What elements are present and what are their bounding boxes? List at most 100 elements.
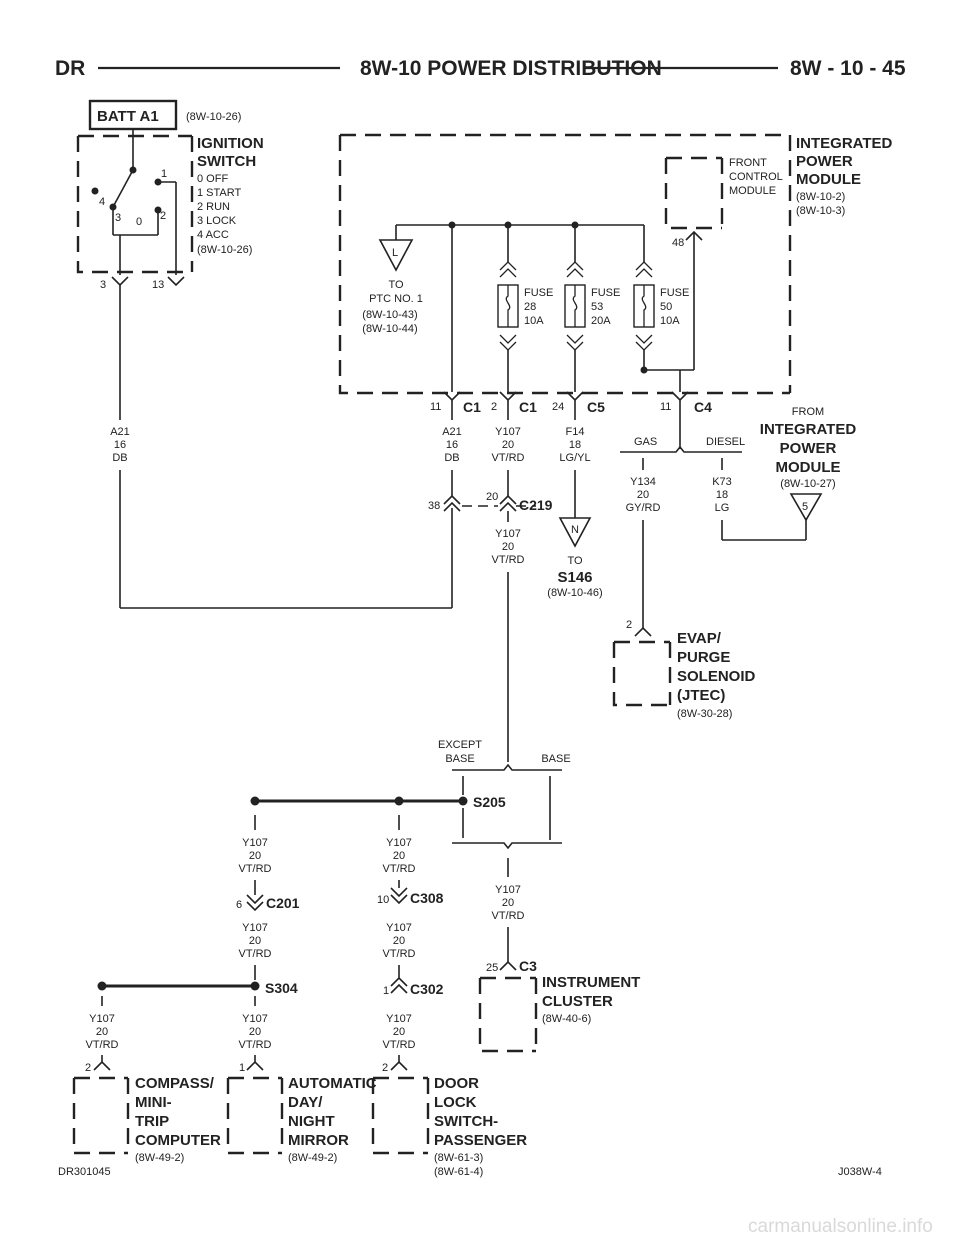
ignition-ref: (8W-10-26)	[197, 244, 252, 256]
compass-ref: (8W-49-2)	[135, 1152, 184, 1164]
wire-color: VT/RD	[383, 1039, 416, 1051]
fuse-number: 28	[524, 301, 536, 313]
c201-label: C201	[266, 895, 300, 911]
wire-y107-top: Y107 20 VT/RD	[492, 400, 525, 496]
connector-pin: 24	[552, 401, 564, 413]
ignition-state-2: 2 RUN	[197, 201, 230, 213]
fuse-rating: 10A	[660, 315, 680, 327]
connector-pin: 11	[660, 401, 671, 413]
wire-code: F14	[566, 426, 585, 438]
wire-code: Y107	[89, 1013, 115, 1025]
ignition-state-1: 1 START	[197, 187, 241, 199]
footer-right: J038W-4	[838, 1166, 882, 1178]
wire-color: VT/RD	[86, 1039, 119, 1051]
ignition-pin-3: 3	[100, 279, 106, 291]
ipm-title-3: MODULE	[796, 171, 861, 188]
instrument-title-2: CLUSTER	[542, 993, 613, 1010]
instrument-pin: 25	[486, 962, 498, 974]
wire-code: Y107	[242, 1013, 268, 1025]
wire-color: VT/RD	[383, 863, 416, 875]
fcm-line-2: CONTROL	[729, 171, 783, 183]
ipm-connectors: 11 C1 2 C1 24 C5 11 C4	[430, 391, 712, 415]
ptc-to: TO	[388, 279, 404, 291]
wire-color: LG	[715, 502, 730, 514]
evap-ref: (8W-30-28)	[677, 708, 732, 720]
header-left: DR	[55, 57, 85, 80]
wire-color: VT/RD	[239, 948, 272, 960]
label-gas: GAS	[634, 436, 657, 448]
ptc-ref-1: (8W-10-43)	[362, 309, 417, 321]
automatic-day-night-mirror: 1 AUTOMATIC DAY/ NIGHT MIRROR (8W-49-2)	[226, 1060, 377, 1164]
wire-gauge: 20	[502, 541, 514, 553]
wire-a21-left: A21 16 DB	[110, 285, 453, 609]
switch-pos-1: 1	[161, 168, 167, 180]
mirror-title-2: DAY/	[288, 1094, 323, 1111]
label-diesel: DIESEL	[706, 436, 745, 448]
wire-color: DB	[444, 452, 459, 464]
wire-gauge: 18	[716, 489, 728, 501]
switch-pos-2: 2	[160, 210, 166, 222]
instrument-title-1: INSTRUMENT	[542, 974, 640, 991]
mirror-pin: 1	[239, 1062, 245, 1074]
from-ipm-title-2: POWER	[780, 440, 837, 457]
watermark: carmanualsonline.info	[748, 1216, 933, 1237]
mirror-title-4: MIRROR	[288, 1132, 349, 1149]
fcm-line-3: MODULE	[729, 185, 776, 197]
fuse-label: FUSE	[524, 287, 553, 299]
wire-gauge: 20	[393, 935, 405, 947]
wire-gauge: 20	[393, 850, 405, 862]
evap-title-1: EVAP/	[677, 630, 722, 647]
compass-title-4: COMPUTER	[135, 1132, 221, 1149]
connector-pin: 2	[491, 401, 497, 413]
wire-code: Y107	[386, 1013, 412, 1025]
ignition-state-3: 3 LOCK	[197, 215, 237, 227]
wire-color: LG/YL	[559, 452, 590, 464]
s146-to: TO	[567, 555, 583, 567]
wire-gauge: 20	[249, 850, 261, 862]
ignition-title-1: IGNITION	[197, 135, 264, 152]
label-except: EXCEPT	[438, 739, 482, 751]
ignition-state-4: 4 ACC	[197, 229, 229, 241]
fuse-53: FUSE 53 20A	[564, 225, 620, 392]
wire-code: Y107	[495, 884, 521, 896]
evap-title-3: SOLENOID	[677, 668, 756, 685]
header-page: 8W - 10 - 45	[790, 57, 906, 80]
wire-gauge: 20	[249, 935, 261, 947]
batt-label: BATT A1	[97, 108, 159, 125]
compass-title-3: TRIP	[135, 1113, 169, 1130]
footer-left: DR301045	[58, 1166, 111, 1178]
wire-gauge: 16	[114, 439, 126, 451]
fcm-pin: 48	[672, 237, 684, 249]
wire-a21-right: A21 16 DB	[442, 400, 462, 496]
compass-title-2: MINI-	[135, 1094, 172, 1111]
fuse-label: FUSE	[591, 287, 620, 299]
batt-ref: (8W-10-26)	[186, 111, 241, 123]
ptc-letter: L	[392, 247, 398, 259]
door-title-2: LOCK	[434, 1094, 477, 1111]
wire-color: VT/RD	[383, 948, 416, 960]
s205-label: S205	[473, 794, 506, 810]
switch-pos-0: 0	[136, 216, 142, 228]
connector-pin: 11	[430, 401, 441, 413]
wire-code: Y134	[630, 476, 656, 488]
compass-title-1: COMPASS/	[135, 1075, 215, 1092]
evap-pin: 2	[626, 619, 632, 631]
door-pin: 2	[382, 1062, 388, 1074]
ptc-ref-2: (8W-10-44)	[362, 323, 417, 335]
wire-gauge: 18	[569, 439, 581, 451]
wire-code: K73	[712, 476, 732, 488]
c219-pin-38: 38	[428, 500, 440, 512]
evap-title-2: PURGE	[677, 649, 730, 666]
wire-code: Y107	[242, 837, 268, 849]
ignition-pin-13: 13	[152, 279, 164, 291]
from-ipm-title-3: MODULE	[776, 459, 841, 476]
instrument-connector: C3	[519, 958, 537, 974]
branch-c201: Y107 20 VT/RD 6 C201 Y107 20 VT/RD	[236, 837, 300, 980]
splice-s304: S304 Y107 20 VT/RD Y107 20 VT/RD	[86, 980, 298, 1062]
page-header: DR 8W-10 POWER DISTRIBUTION 8W - 10 - 45	[55, 57, 906, 80]
wire-gauge: 20	[393, 1026, 405, 1038]
from-ipm-ref: (8W-10-27)	[780, 478, 835, 490]
fuse-28: FUSE 28 10A	[497, 225, 553, 392]
branch-instrument-cluster: Y107 20 VT/RD 25 C3 INSTRUMENT CLUSTER (…	[478, 884, 640, 1053]
